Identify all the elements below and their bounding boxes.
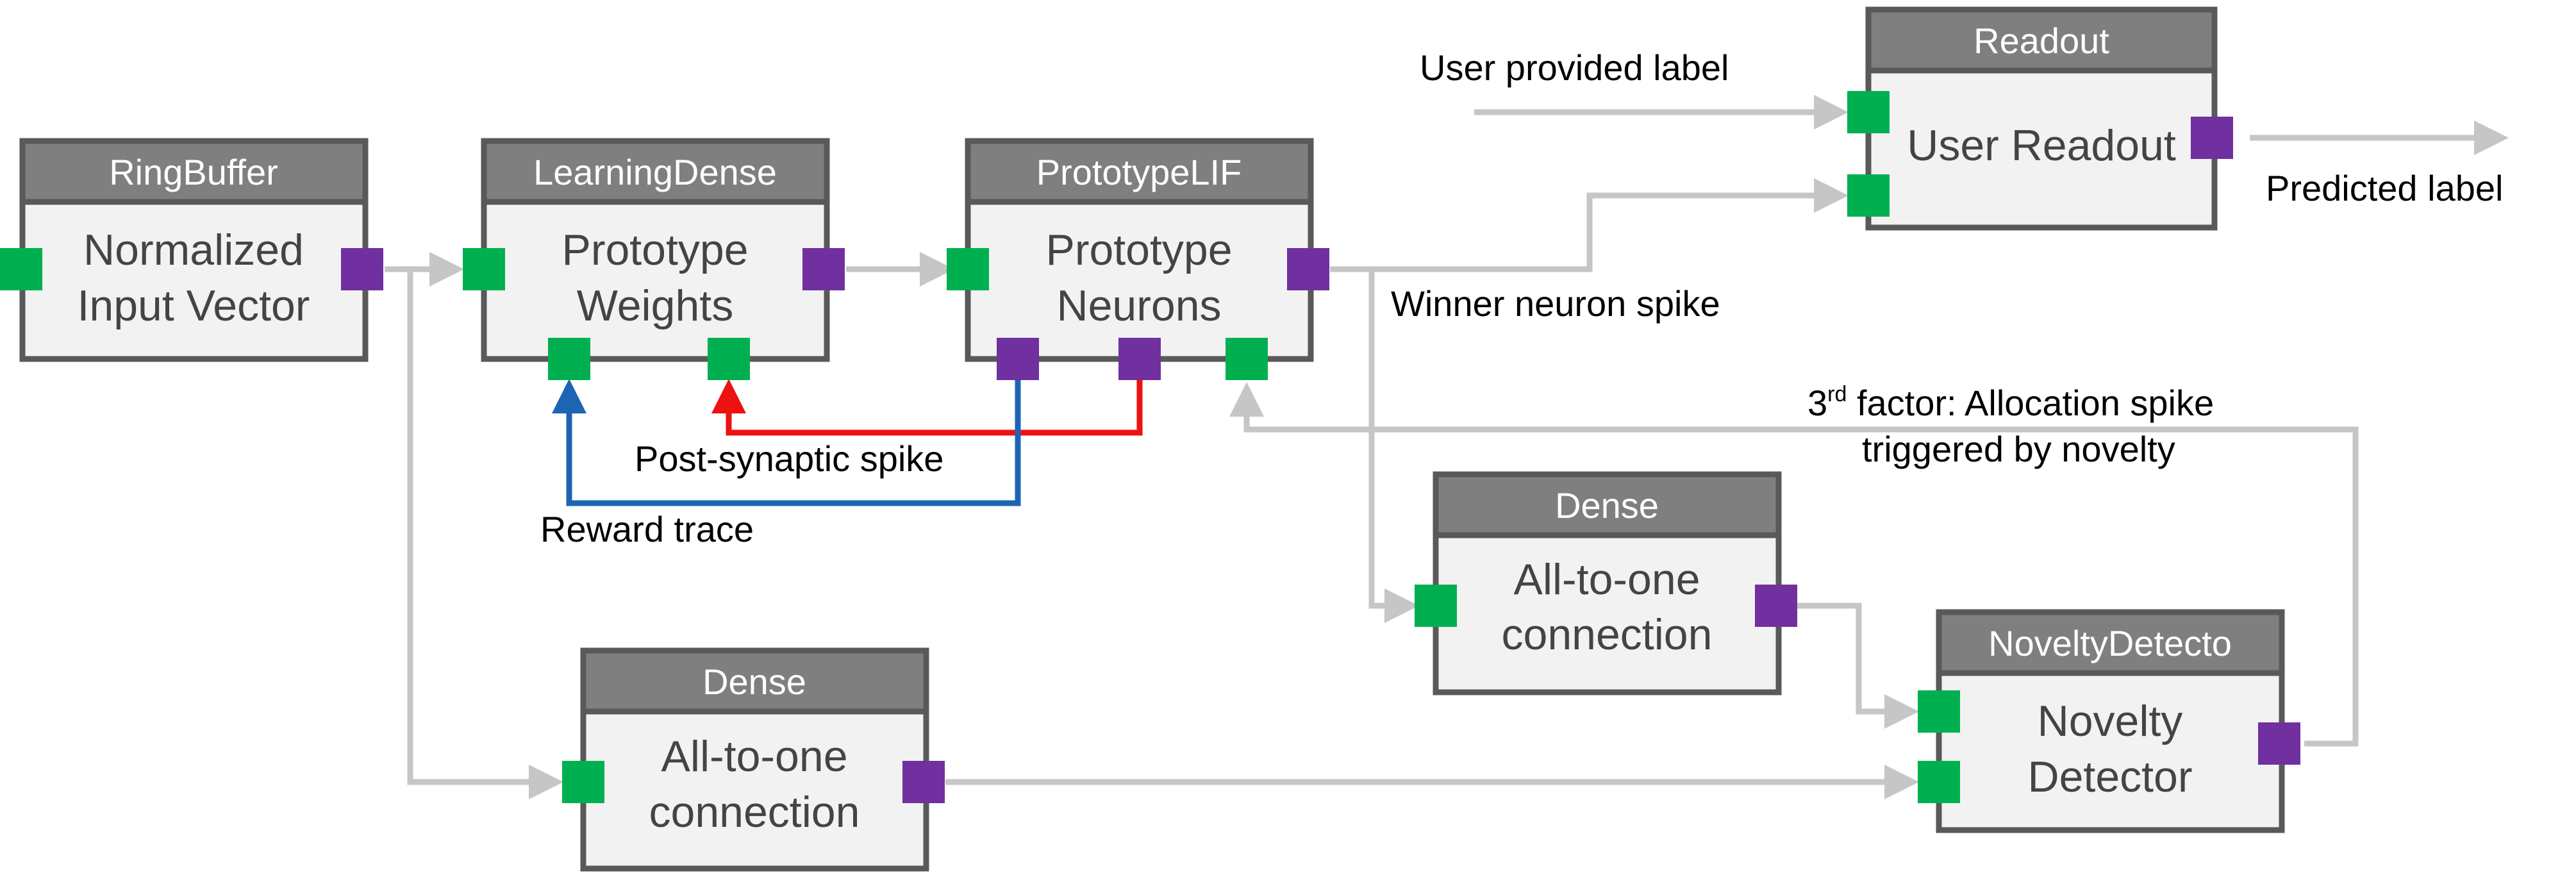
dense-bottom-input-port[interactable]	[562, 761, 604, 803]
prototypelif-postsynaptic-out-port[interactable]	[1118, 338, 1161, 380]
wire-ringbuffer-to-dense-bottom	[407, 269, 563, 799]
block-dense-top[interactable]: Dense All-to-one connection	[1415, 471, 1797, 695]
block-readout-line1: User Readout	[1907, 121, 2176, 170]
wire-reward-trace	[552, 378, 1021, 506]
block-dense-bottom-title: Dense	[702, 662, 806, 702]
wire-prototypelif-to-dense-top	[1368, 269, 1419, 623]
learningdense-postsynaptic-port[interactable]	[708, 338, 750, 380]
block-learningdense-title: LearningDense	[533, 152, 777, 192]
wire-post-synaptic-spike	[711, 378, 1143, 436]
block-prototypelif-line1: Prototype	[1045, 226, 1232, 274]
block-novelty-title: NoveltyDetecto	[1988, 623, 2232, 663]
winner-spike-annotation: Winner neuron spike	[1391, 283, 1720, 324]
block-ringbuffer-line1: Normalized	[83, 226, 304, 274]
dense-top-output-port[interactable]	[1755, 585, 1797, 627]
predicted-label-annotation: Predicted label	[2266, 168, 2503, 208]
block-dense-bottom[interactable]: Dense All-to-one connection	[562, 647, 945, 872]
wire-novelty-to-prototypelif	[1229, 382, 2359, 747]
block-dense-bottom-line2: connection	[649, 788, 860, 836]
block-readout-title: Readout	[1974, 21, 2109, 61]
block-readout-header	[1865, 6, 2218, 74]
block-ringbuffer-title: RingBuffer	[109, 152, 278, 192]
learningdense-input-port[interactable]	[463, 248, 505, 290]
block-dense-top-line1: All-to-one	[1513, 555, 1700, 604]
ringbuffer-output-port[interactable]	[341, 248, 383, 290]
third-factor-annotation-line2: triggered by novelty	[1862, 429, 2175, 469]
readout-spike-input-port[interactable]	[1847, 174, 1890, 217]
block-novelty-line1: Novelty	[2038, 697, 2183, 745]
dense-bottom-output-port[interactable]	[902, 761, 945, 803]
learningdense-output-port[interactable]	[802, 248, 845, 290]
third-factor-number: 3	[1807, 383, 1827, 423]
block-prototypelif[interactable]: PrototypeLIF Prototype Neurons	[947, 138, 1329, 380]
wire-dense-top-to-novelty	[1795, 603, 1919, 729]
block-readout[interactable]: Readout User Readout	[1847, 6, 2233, 231]
readout-output-port[interactable]	[2191, 117, 2233, 159]
block-novelty-line2: Detector	[2028, 753, 2193, 801]
dense-top-input-port[interactable]	[1415, 585, 1457, 627]
block-dense-bottom-header	[580, 647, 929, 715]
block-novelty-detector[interactable]: NoveltyDetecto Novelty Detector	[1918, 609, 2300, 833]
third-factor-annotation-line1: 3rd factor: Allocation spike	[1807, 382, 2214, 423]
block-ringbuffer[interactable]: RingBuffer Normalized Input Vector	[0, 138, 383, 362]
block-prototypelif-line2: Neurons	[1056, 281, 1221, 330]
novelty-output-port[interactable]	[2258, 722, 2300, 765]
block-learningdense[interactable]: LearningDense Prototype Weights	[463, 138, 845, 380]
block-learningdense-header	[481, 138, 830, 205]
block-prototypelif-title: PrototypeLIF	[1036, 152, 1242, 192]
block-learningdense-line1: Prototype	[561, 226, 748, 274]
novelty-input-port-1[interactable]	[1918, 690, 1960, 733]
block-dense-top-line2: connection	[1502, 610, 1713, 659]
learningdense-reward-port[interactable]	[548, 338, 590, 380]
ringbuffer-input-port[interactable]	[0, 248, 42, 290]
block-ringbuffer-header	[19, 138, 369, 205]
user-label-annotation: User provided label	[1420, 47, 1729, 88]
prototypelif-output-port[interactable]	[1287, 248, 1329, 290]
post-synaptic-annotation: Post-synaptic spike	[635, 438, 943, 479]
block-learningdense-line2: Weights	[577, 281, 733, 330]
third-factor-rest: factor: Allocation spike	[1847, 383, 2214, 423]
readout-label-input-port[interactable]	[1847, 91, 1890, 133]
prototypelif-reward-out-port[interactable]	[997, 338, 1039, 380]
annotations: User provided label Predicted label Winn…	[540, 47, 2503, 549]
block-dense-top-header	[1433, 471, 1782, 538]
prototypelif-allocation-port[interactable]	[1226, 338, 1268, 380]
wire-prototypelif-to-readout	[1330, 178, 1849, 272]
third-factor-superscript: rd	[1827, 382, 1847, 406]
block-ringbuffer-line2: Input Vector	[78, 281, 310, 330]
block-prototypelif-header	[965, 138, 1314, 205]
block-dense-bottom-line1: All-to-one	[661, 732, 847, 781]
novelty-input-port-2[interactable]	[1918, 761, 1960, 803]
connections	[385, 95, 2509, 799]
block-dense-top-title: Dense	[1555, 485, 1659, 526]
prototypelif-input-port[interactable]	[947, 248, 989, 290]
block-novelty-header	[1936, 609, 2285, 676]
reward-trace-annotation: Reward trace	[540, 509, 754, 549]
